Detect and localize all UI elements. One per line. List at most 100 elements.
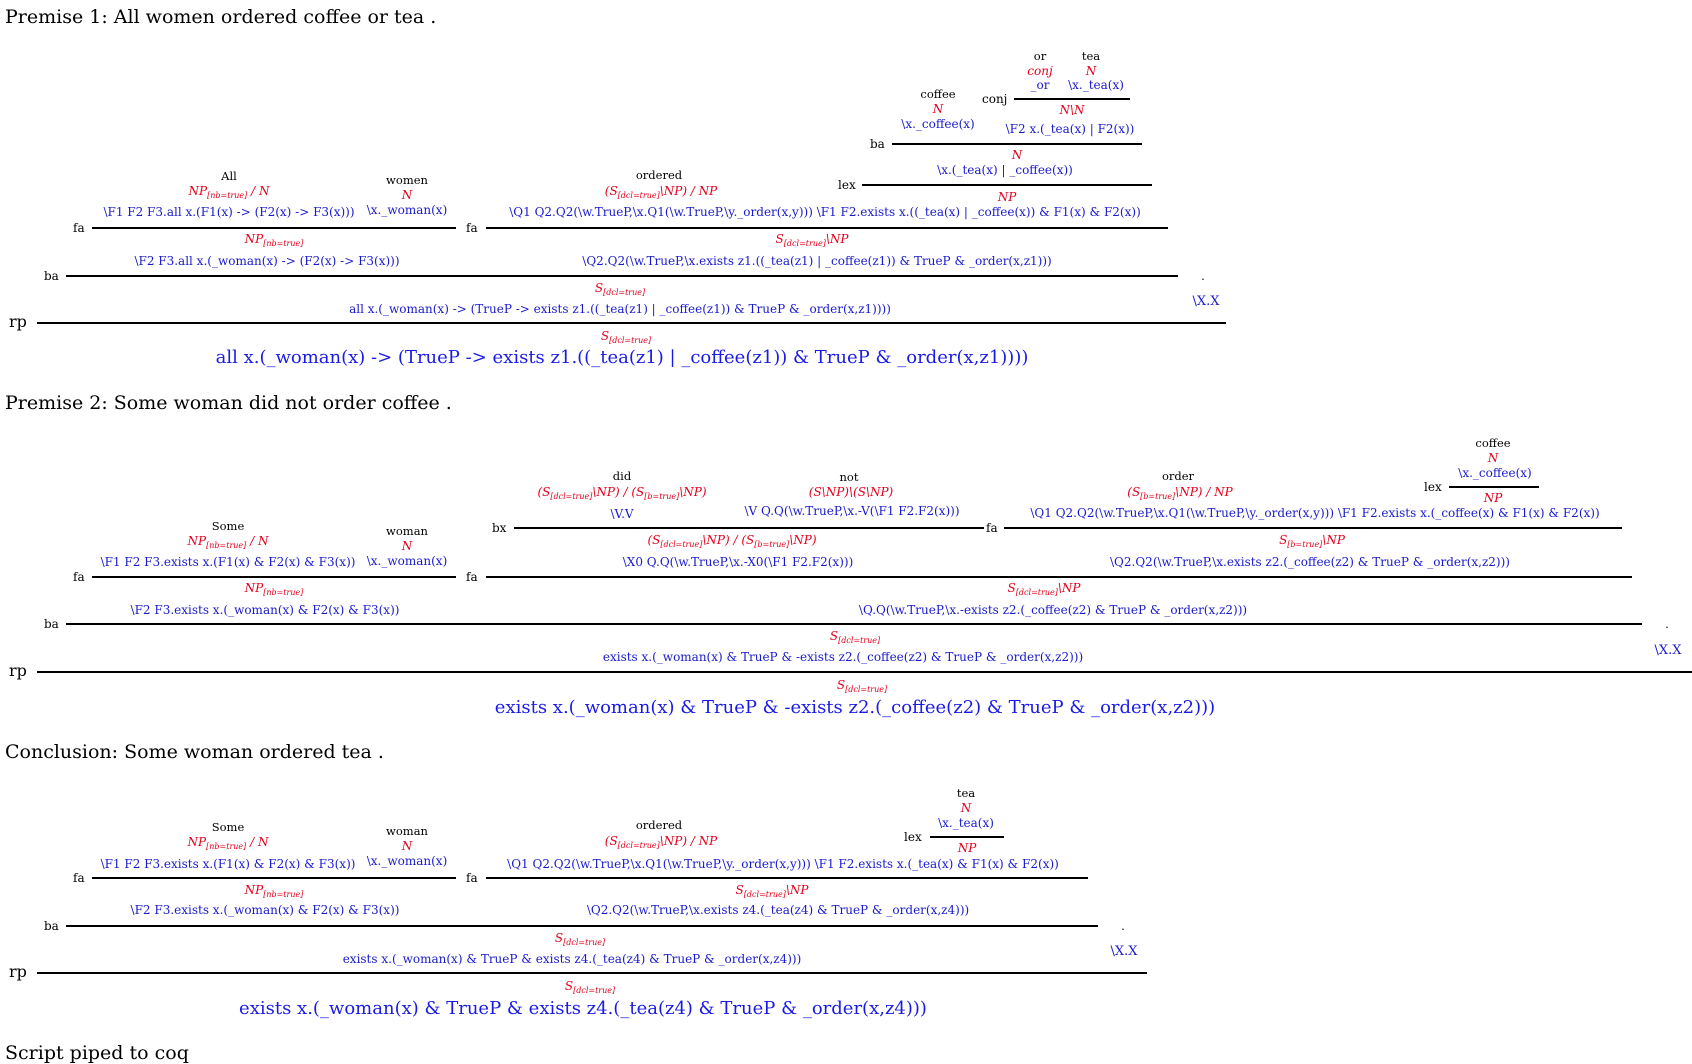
category-np: NP <box>997 190 1017 204</box>
rule-line <box>486 877 1088 879</box>
sem-not: \V Q.Q(\w.TrueP,\x.-V(\F1 F2.F2(x))) <box>744 504 960 518</box>
category-s-np-over-np: (S[dcl=true]\NP) / NP <box>604 834 718 850</box>
rule-lex: lex <box>838 178 856 192</box>
rule-fa: fa <box>73 570 85 584</box>
category-s: S[dcl=true] <box>829 629 881 645</box>
premise-1-heading: Premise 1: All women ordered coffee or t… <box>5 6 437 28</box>
sem-all: \F1 F2 F3.all x.(F1(x) -> (F2(x) -> F3(x… <box>103 205 355 219</box>
word-not: not <box>839 470 859 484</box>
rule-ba: ba <box>44 269 59 283</box>
category-n: N <box>1487 451 1499 465</box>
sem-sentence: exists x.(_woman(x) & TrueP & exists z4.… <box>342 952 802 966</box>
category-n: N <box>401 539 413 553</box>
category-np-over-n: NP[nb=true] / N <box>188 184 270 200</box>
rule-fa: fa <box>73 871 85 885</box>
category-s: S[dcl=true] <box>836 678 888 694</box>
sem-coffee: \x._coffee(x) <box>1458 466 1532 480</box>
rule-fa: fa <box>466 221 478 235</box>
sem-np-all: \F2 F3.all x.(_woman(x) -> (F2(x) -> F3(… <box>134 254 400 268</box>
category-s-backslash-np: S[dcl=true]\NP <box>735 883 809 899</box>
category-n: N <box>932 102 944 116</box>
rule-fa: fa <box>466 871 478 885</box>
category-np: NP[nb=true] <box>244 883 304 899</box>
category-np: NP[nb=true] <box>244 232 304 248</box>
category-s: S[dcl=true] <box>564 979 616 995</box>
sem-period: \X.X <box>1192 294 1220 309</box>
sem-sentence: exists x.(_woman(x) & TrueP & -exists z2… <box>602 650 1084 664</box>
category-n: N <box>1011 148 1023 162</box>
category-n-backslash-n: N\N <box>1059 103 1085 117</box>
category-n: N <box>401 188 413 202</box>
rule-line <box>1014 98 1130 100</box>
category-not: (S\NP)\(S\NP) <box>808 485 894 499</box>
category-s-backslash-np: S[dcl=true]\NP <box>1007 581 1081 597</box>
rule-rp: rp <box>9 962 27 981</box>
rule-bx: bx <box>492 521 507 535</box>
category-conj: conj <box>1027 64 1053 78</box>
rule-line <box>92 576 456 578</box>
rule-ba: ba <box>44 919 59 933</box>
word-some: Some <box>211 519 245 533</box>
word-order: order <box>1161 469 1195 483</box>
rule-line <box>37 972 1147 974</box>
rule-fa: fa <box>73 221 85 235</box>
word-tea: tea <box>1081 49 1101 63</box>
word-ordered: ordered <box>635 818 683 832</box>
rule-line <box>66 623 1642 625</box>
category-np: NP <box>1483 491 1503 505</box>
rule-lex: lex <box>1424 480 1442 494</box>
rule-fa: fa <box>986 521 998 535</box>
rule-line <box>92 877 456 879</box>
category-s-backslash-np: S[dcl=true]\NP <box>775 232 849 248</box>
sem-or: _or <box>1030 78 1050 92</box>
sem-vp-order: \Q2.Q2(\w.TrueP,\x.exists z2.(_coffee(z2… <box>1110 555 1510 569</box>
word-period: . <box>1201 269 1205 283</box>
rule-rp: rp <box>9 312 27 331</box>
word-coffee: coffee <box>920 87 956 101</box>
category-s: S[dcl=true] <box>600 329 652 345</box>
sem-some: \F1 F2 F3.exists x.(F1(x) & F2(x) & F3(x… <box>100 857 356 871</box>
sem-period: \X.X <box>1654 643 1682 658</box>
word-period: . <box>1121 919 1125 933</box>
sem-did: \V.V <box>610 507 634 521</box>
formula-conclusion: exists x.(_woman(x) & TrueP & exists z4.… <box>239 998 927 1019</box>
category-s-np-over-np: (S[dcl=true]\NP) / NP <box>604 184 718 200</box>
word-all: All <box>221 169 237 183</box>
sem-conj: \F2 x.(_tea(x) | F2(x)) <box>1005 122 1135 136</box>
premise-2-heading: Premise 2: Some woman did not order coff… <box>5 392 452 414</box>
category-n: N <box>960 801 972 815</box>
sem-woman: \x._woman(x) <box>366 854 448 868</box>
category-order: (S[b=true]\NP) / NP <box>1127 485 1233 501</box>
formula-premise-2: exists x.(_woman(x) & TrueP & -exists z2… <box>494 697 1216 718</box>
rule-line <box>892 143 1142 145</box>
word-tea: tea <box>956 786 976 800</box>
rule-line <box>486 576 1632 578</box>
sem-coffee: \x._coffee(x) <box>901 117 975 131</box>
sem-ba-inner: \x.(_tea(x) | _coffee(x)) <box>937 163 1073 177</box>
category-bx: (S[dcl=true]\NP) / (S[b=true]\NP) <box>647 533 817 549</box>
sem-np-some: \F2 F3.exists x.(_woman(x) & F2(x) & F3(… <box>130 903 400 917</box>
rule-line <box>514 527 984 529</box>
sem-ordered: \Q1 Q2.Q2(\w.TrueP,\x.Q1(\w.TrueP,\y._or… <box>507 857 1059 871</box>
rule-line <box>1449 486 1539 488</box>
conclusion-heading: Conclusion: Some woman ordered tea . <box>5 741 384 763</box>
word-did: did <box>612 469 632 483</box>
word-period: . <box>1665 617 1669 631</box>
sem-vp: \Q.Q(\w.TrueP,\x.-exists z2.(_coffee(z2)… <box>858 603 1248 617</box>
rule-rp: rp <box>9 661 27 680</box>
rule-ba: ba <box>870 137 885 151</box>
rule-line <box>92 227 456 229</box>
rule-line <box>1004 527 1622 529</box>
category-s: S[dcl=true] <box>594 281 646 297</box>
word-some: Some <box>211 820 245 834</box>
rule-line <box>66 925 1098 927</box>
script-heading: Script piped to coq <box>5 1042 189 1064</box>
category-s-backslash-np: S[b=true]\NP <box>1279 533 1345 549</box>
sem-np-some: \F2 F3.exists x.(_woman(x) & F2(x) & F3(… <box>130 603 400 617</box>
sem-women: \x._woman(x) <box>366 203 448 217</box>
category-n: N <box>401 839 413 853</box>
word-or: or <box>1033 49 1047 63</box>
sem-period: \X.X <box>1110 944 1138 959</box>
sem-tea: \x._tea(x) <box>1068 78 1124 92</box>
sem-vp: \Q2.Q2(\w.TrueP,\x.exists z4.(_tea(z4) &… <box>586 903 970 917</box>
